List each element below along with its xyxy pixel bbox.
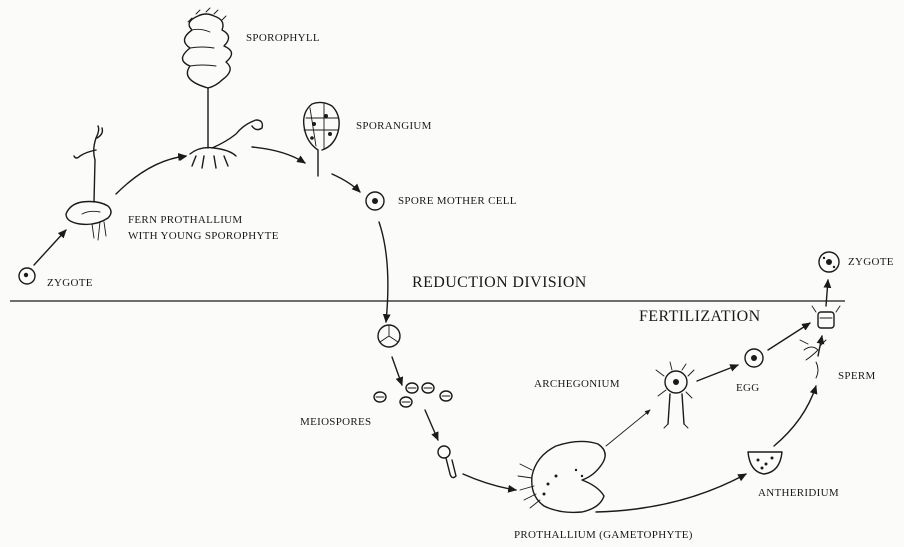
arrow-germination-to-prothallium xyxy=(463,474,516,490)
arrow-sporophyte-to-sporangium xyxy=(252,147,305,163)
zygote-right-drawing xyxy=(819,252,839,272)
arrow-egg-to-zygote xyxy=(768,323,810,350)
archegonium-drawing xyxy=(656,362,694,428)
label-reduction-division: REDUCTION DIVISION xyxy=(412,275,587,291)
arrow-reduction-division xyxy=(379,222,388,322)
label-sperm: SPERM xyxy=(838,368,876,384)
sperm-drawing xyxy=(800,340,826,378)
label-egg: EGG xyxy=(736,380,760,396)
label-fern-prothallium-line2: WITH YOUNG SPOROPHYTE xyxy=(128,228,279,244)
label-sporophyll: SPOROPHYLL xyxy=(246,30,320,46)
label-zygote-right: ZYGOTE xyxy=(848,254,894,270)
spore-mother-cell-drawing xyxy=(366,192,384,210)
arrow-prothallium-to-archegonium xyxy=(606,410,650,446)
prothallium-with-sporophyte-drawing xyxy=(66,126,111,240)
arrow-prothallium-to-antheridium xyxy=(596,474,746,512)
arrow-meiospores-to-germination xyxy=(425,410,438,440)
label-fern-prothallium-line1: FERN PROTHALLIUM xyxy=(128,212,243,228)
zygote-left-drawing xyxy=(19,268,35,284)
label-antheridium: ANTHERIDIUM xyxy=(758,485,839,501)
arrow-prothallium-to-sporophyte xyxy=(116,156,186,194)
meiospores-drawing xyxy=(374,383,452,407)
arrow-tetrad-to-meiospores xyxy=(392,357,402,385)
label-archegonium: ARCHEGONIUM xyxy=(534,376,620,392)
sporangium-drawing xyxy=(304,102,339,176)
germinating-spore-drawing xyxy=(438,446,456,478)
antheridium-drawing xyxy=(748,452,782,474)
arrow-sporangium-to-mother-cell xyxy=(332,174,360,192)
prothallium-gametophyte-drawing xyxy=(518,441,605,512)
egg-drawing xyxy=(745,349,763,367)
label-fertilization: FERTILIZATION xyxy=(639,309,761,325)
label-meiospores: MEIOSPORES xyxy=(300,414,371,430)
arrow-fertilization-to-zygote xyxy=(826,280,828,306)
label-zygote-left: ZYGOTE xyxy=(47,275,93,291)
arrow-antheridium-to-sperm xyxy=(774,386,816,446)
fertilization-drawing xyxy=(812,306,840,328)
label-prothallium-gametophyte: PROTHALLIUM (GAMETOPHYTE) xyxy=(514,527,693,543)
label-spore-mother-cell: SPORE MOTHER CELL xyxy=(398,193,517,209)
label-sporangium: SPORANGIUM xyxy=(356,118,432,134)
arrow-zygote-to-prothallium xyxy=(34,230,66,265)
spore-tetrad-drawing xyxy=(378,325,400,347)
arrow-archegonium-to-egg xyxy=(697,365,738,381)
